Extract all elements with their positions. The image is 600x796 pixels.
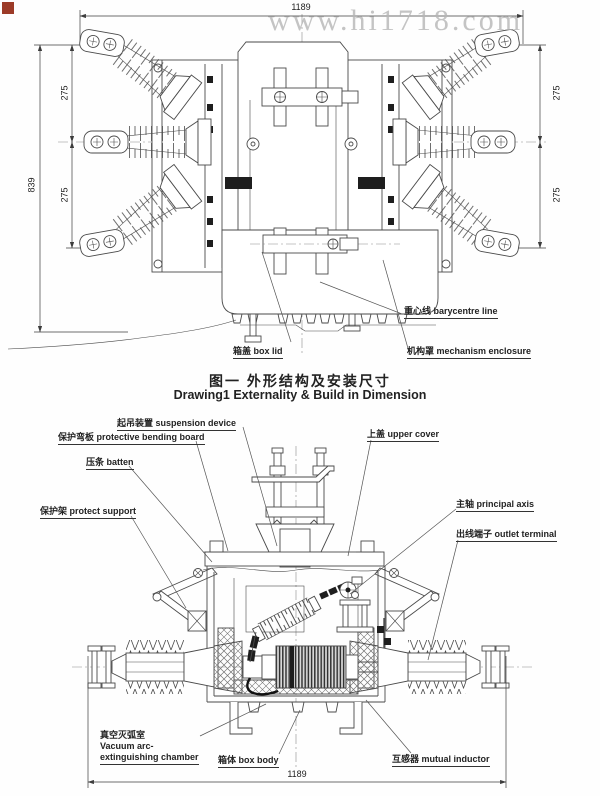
dimension-overall-height: 839 bbox=[26, 177, 37, 193]
vacuum-interrupter-shape bbox=[213, 640, 379, 696]
label-protect-support: 保护架 protect support bbox=[40, 504, 136, 519]
corner-artifact bbox=[2, 2, 14, 14]
dimension-spacing-right-lower: 275 bbox=[551, 187, 562, 203]
dimension-spacing-left-upper: 275 bbox=[59, 85, 70, 101]
side-bushings-shape bbox=[87, 640, 510, 694]
label-box-body: 箱体 box body bbox=[218, 753, 279, 768]
base-legs-shape bbox=[229, 701, 363, 735]
label-principal-axis: 主轴 principal axis bbox=[456, 497, 535, 512]
label-mutual-inductor: 互感器 mutual inductor bbox=[392, 752, 490, 767]
label-batten: 压条 batten bbox=[86, 455, 134, 470]
watermark-text: www.hi1718.com bbox=[268, 4, 524, 37]
label-outlet-terminal: 出线端子 outlet terminal bbox=[456, 527, 557, 542]
dimension-overall-width-bottom: 1189 bbox=[287, 769, 307, 779]
label-box-lid: 箱盖 box lid bbox=[233, 344, 283, 359]
mechanism-enclosure-shape bbox=[7, 227, 439, 350]
dimension-spacing-left-lower: 275 bbox=[59, 187, 70, 203]
label-barycentre-line: 重心线 barycentre line bbox=[404, 304, 498, 319]
protect-support-shape bbox=[152, 567, 440, 632]
label-suspension-device: 起吊装置 suspension device bbox=[117, 416, 237, 431]
label-vacuum-en2: extinguishing chamber bbox=[100, 752, 199, 765]
top-view-drawing bbox=[7, 10, 546, 354]
upper-cover-shape bbox=[202, 523, 387, 572]
box-lid-open-line bbox=[7, 319, 237, 350]
dimension-spacing-right-upper: 275 bbox=[551, 85, 562, 101]
label-vacuum-en1: Vacuum arc- bbox=[100, 741, 154, 751]
label-protective-bending-board: 保护弯板 protective bending board bbox=[58, 430, 205, 445]
label-mechanism-enclosure: 机构罩 mechanism enclosure bbox=[407, 344, 532, 359]
label-vacuum-arc-extinguishing-chamber: 真空灭弧室 Vacuum arc- extinguishing chamber bbox=[100, 730, 199, 765]
drawing1-title-zh: 图一 外形结构及安装尺寸 bbox=[209, 373, 391, 389]
dimension-overall-width-top: 1189 bbox=[291, 2, 311, 12]
label-vacuum-zh: 真空灭弧室 bbox=[100, 730, 146, 740]
label-upper-cover: 上盖 upper cover bbox=[367, 427, 440, 442]
operating-mechanism-shape bbox=[247, 576, 391, 663]
drawing1-title-en: Drawing1 Externality & Build in Dimensio… bbox=[173, 388, 427, 402]
sectional-view-drawing bbox=[72, 426, 532, 788]
